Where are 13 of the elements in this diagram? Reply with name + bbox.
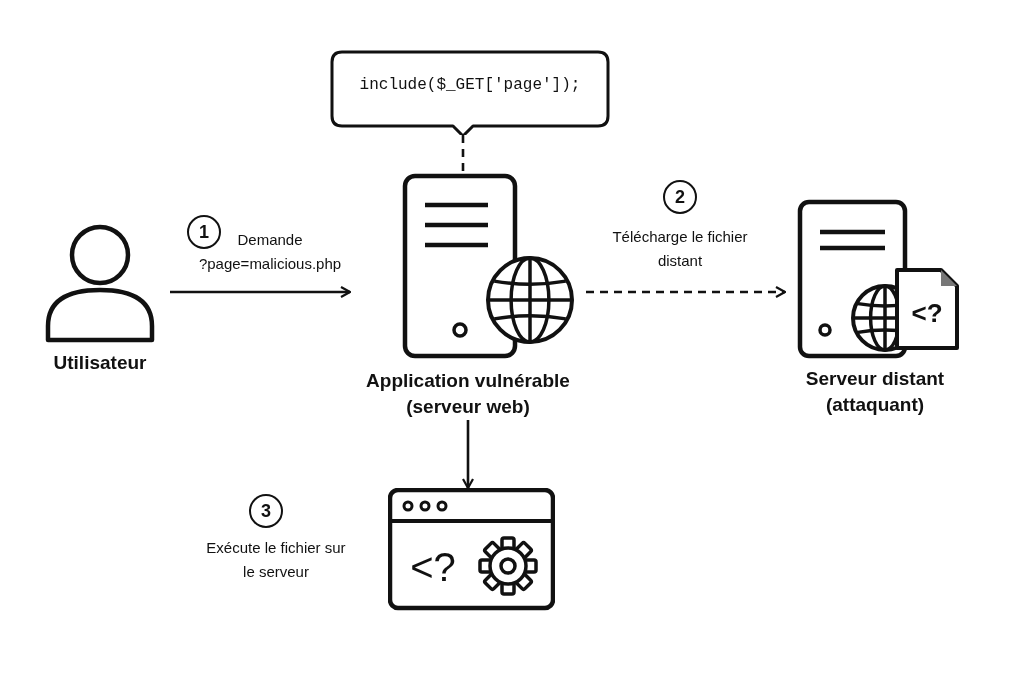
code-symbol: <?	[410, 545, 456, 589]
step-number: 2	[663, 180, 697, 214]
step-number: 1	[187, 215, 221, 249]
step-number: 3	[249, 494, 283, 528]
node-label: Serveur distant (attaquant)	[804, 367, 946, 417]
node-label: Application vulnérable (serveur web)	[365, 369, 571, 419]
arrow	[170, 285, 352, 299]
arrow	[461, 420, 475, 490]
connector-line	[461, 135, 465, 172]
code-snippet: include($_GET['page']);	[358, 76, 582, 94]
arrow	[586, 285, 787, 299]
node-label: Utilisateur	[53, 351, 147, 375]
code-symbol: <?	[911, 298, 943, 328]
